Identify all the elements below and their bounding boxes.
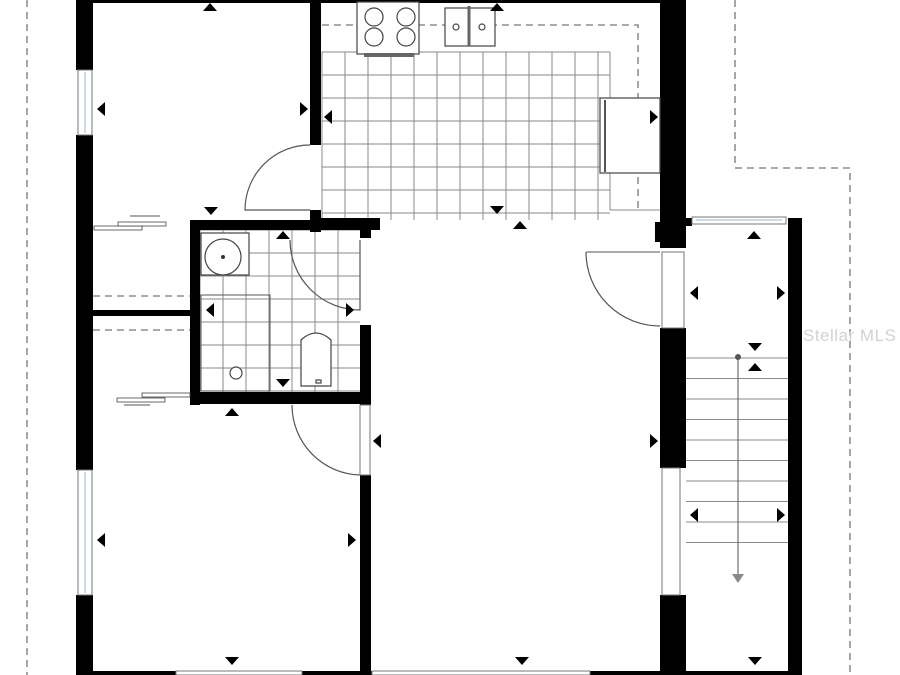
closet-sliding-doors bbox=[93, 215, 191, 406]
bathroom-sink bbox=[200, 232, 250, 276]
toilet bbox=[300, 332, 332, 387]
windows bbox=[77, 69, 787, 675]
dashed-outline bbox=[26, 0, 851, 675]
kitchen-tile-grid bbox=[321, 51, 660, 220]
stove bbox=[356, 1, 420, 57]
dimension-markers bbox=[97, 3, 785, 665]
doors bbox=[244, 144, 685, 476]
watermark: Stellar MLS bbox=[803, 326, 897, 345]
staircase bbox=[686, 354, 788, 583]
shower bbox=[200, 294, 271, 392]
kitchen-sink bbox=[444, 6, 496, 47]
refrigerator bbox=[599, 97, 661, 174]
walls bbox=[76, 0, 802, 675]
